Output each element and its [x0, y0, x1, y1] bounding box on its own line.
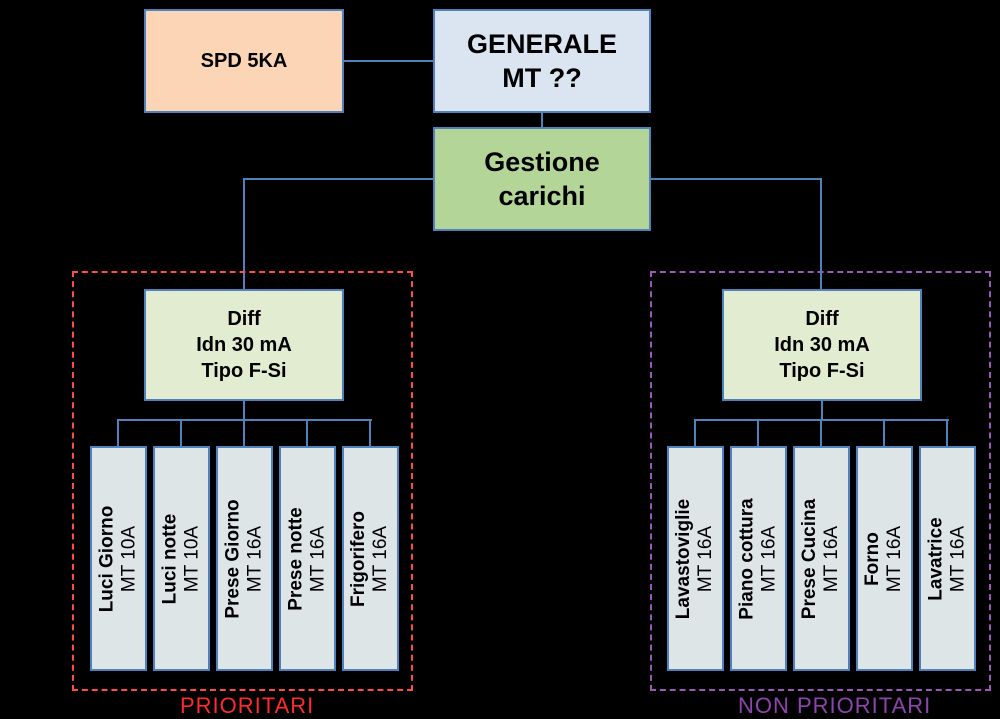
connector-bus-to-circuit — [946, 419, 948, 447]
circuit-rating: MT 16A — [695, 525, 717, 592]
circuit-name: Forno — [862, 531, 884, 586]
circuit-rating: MT 16A — [884, 525, 906, 592]
connector-diff-right-down — [821, 400, 823, 420]
group-prioritari-frame — [72, 271, 413, 691]
connector-bus-to-circuit — [757, 419, 759, 447]
connector-bus-to-circuit — [243, 419, 245, 447]
generale-box[interactable]: GENERALE MT ?? — [433, 9, 651, 113]
gestione-line1: Gestione — [484, 147, 600, 177]
connector-bus-to-circuit — [694, 419, 696, 447]
connector-diff-left-down — [243, 400, 245, 420]
circuit-name: Prese Cucina — [799, 498, 821, 619]
spd-label: SPD 5KA — [200, 49, 288, 72]
circuit-rating: MT 16A — [821, 525, 843, 592]
connector-to-diff-right — [820, 178, 822, 289]
circuit-rating: MT 16A — [370, 525, 392, 592]
circuit-name: Luci notte — [159, 513, 181, 604]
circuit-name: Piano cottura — [736, 497, 758, 620]
circuit-name: Frigorifero — [348, 510, 370, 607]
connector-bus-to-circuit — [306, 419, 308, 447]
circuit-rating: MT 16A — [758, 525, 780, 592]
spd-box[interactable]: SPD 5KA — [144, 9, 344, 113]
circuit-name: Lavastoviglie — [673, 498, 695, 619]
group-non-prioritari-frame — [650, 271, 991, 691]
diff-box-non-prioritari[interactable]: Diff Idn 30 mA Tipo F-Si — [722, 289, 922, 401]
connector-bus-to-circuit — [369, 419, 371, 447]
diff-line1: Diff — [805, 308, 839, 330]
bus-right — [695, 419, 949, 421]
gestione-carichi-box[interactable]: Gestione carichi — [433, 127, 651, 231]
connector-to-diff-left — [243, 178, 245, 289]
generale-line2: MT ?? — [502, 63, 582, 93]
circuit-name: Luci Giorno — [96, 505, 118, 612]
diff-line2: Idn 30 mA — [774, 334, 870, 356]
circuit-rating: MT 16A — [307, 525, 329, 592]
circuit-name: Lavatrice — [925, 516, 947, 601]
circuit-name: Prese notte — [285, 506, 307, 611]
connector-bus-to-circuit — [117, 419, 119, 447]
connector-bus-to-circuit — [180, 419, 182, 447]
connector-generale-gestione — [541, 112, 543, 127]
group-label-prioritari: PRIORITARI — [180, 693, 315, 718]
circuit-rating: MT 16A — [244, 525, 266, 592]
bus-left — [118, 419, 372, 421]
connector-bus-to-circuit — [820, 419, 822, 447]
connector-spd-generale — [343, 60, 433, 62]
circuit-rating: MT 10A — [181, 525, 203, 592]
circuit-name: Prese Giorno — [222, 498, 244, 619]
diff-box-prioritari[interactable]: Diff Idn 30 mA Tipo F-Si — [144, 289, 344, 401]
diff-line2: Idn 30 mA — [196, 334, 292, 356]
diff-line3: Tipo F-Si — [779, 360, 865, 382]
diff-line1: Diff — [227, 308, 261, 330]
generale-line1: GENERALE — [466, 29, 618, 59]
gestione-line2: carichi — [498, 181, 586, 211]
circuit-rating: MT 10A — [118, 525, 140, 592]
diff-line3: Tipo F-Si — [201, 360, 287, 382]
circuit-rating: MT 16A — [947, 525, 969, 592]
group-label-non-prioritari: NON PRIORITARI — [738, 693, 932, 718]
connector-bus-to-circuit — [883, 419, 885, 447]
